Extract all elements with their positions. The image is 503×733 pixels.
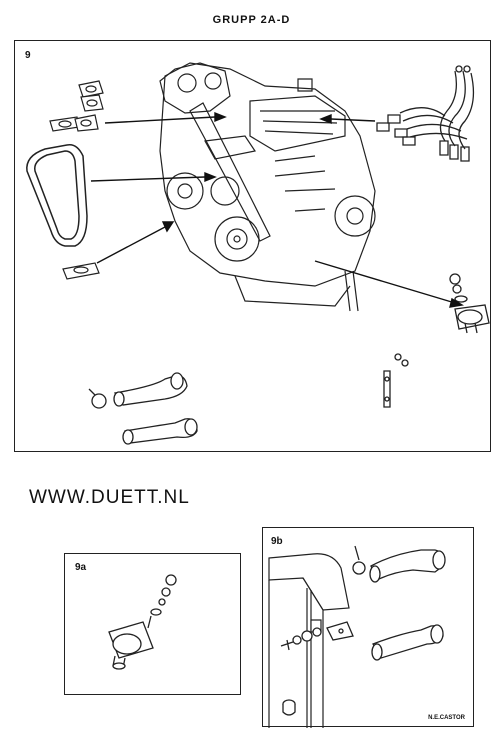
figure-9-panel: 9 [14,40,491,452]
engine-mount-icon [65,554,242,696]
figure-9b-label: 9b [271,536,283,547]
radiator-hose-icon [15,41,492,453]
bracket-icon [15,41,492,453]
page-title: GRUPP 2A-D [212,14,291,26]
gasket-icon [15,41,492,453]
callout-arrows [15,41,492,453]
credit-text: N.E.CASTOR [428,715,465,721]
v-belt-icon [15,41,492,453]
bracket-icon [263,528,475,728]
figure-9a-label: 9a [75,562,87,573]
figure-9b-panel: 9b [262,527,475,728]
website-url: WWW.DUETT.NL [29,487,190,508]
radiator-hose-icon [263,528,475,728]
figure-9-label: 9 [25,50,31,61]
figure-9a-panel: 9a [64,553,241,695]
spark-plug-wires-icon [15,41,492,453]
engine-drawing [15,41,492,453]
gasket-icon [15,41,492,453]
engine-mount-icon [15,41,492,453]
